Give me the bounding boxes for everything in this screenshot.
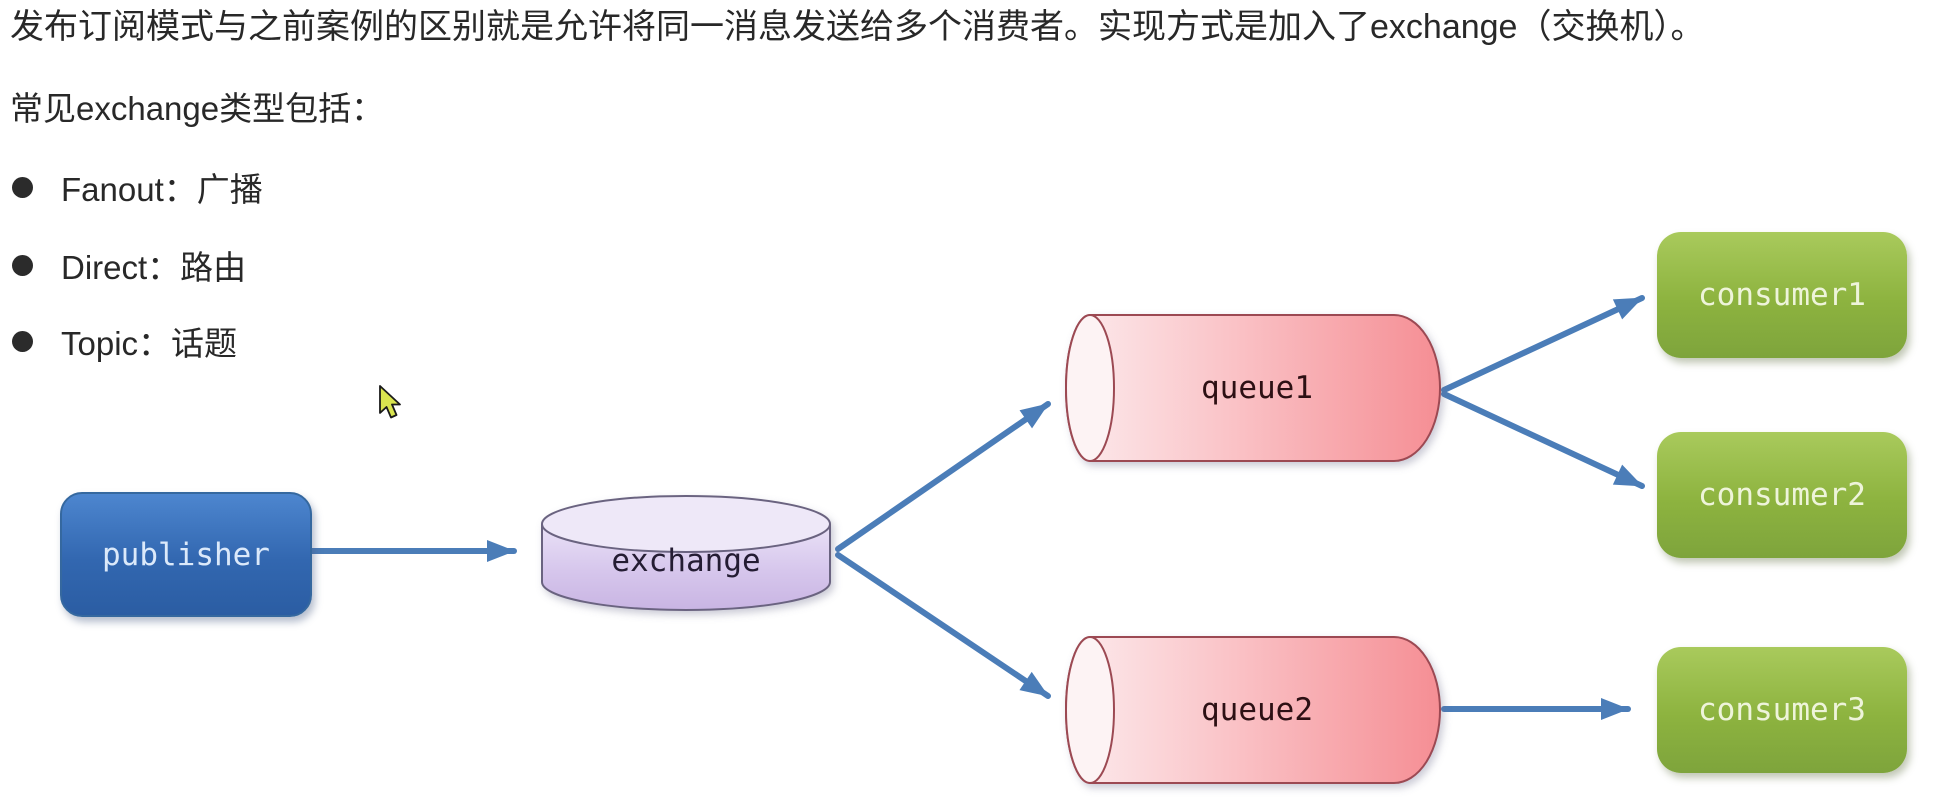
consumer1-label: consumer1 — [1698, 277, 1866, 313]
consumer3-node: consumer3 — [1657, 647, 1907, 773]
queue1-label: queue1 — [1201, 370, 1313, 406]
arrow-queue1-to-consumer2 — [1441, 391, 1645, 489]
consumer2-label: consumer2 — [1698, 477, 1866, 513]
bullet-dot-icon — [12, 330, 33, 352]
exchange-types-heading: 常见exchange类型包括： — [10, 90, 385, 127]
queue1-cylinder — [1065, 314, 1441, 462]
bullet-label-topic: Topic：话题 — [61, 325, 238, 362]
bullet-item-fanout: Fanout：广播 — [12, 165, 263, 209]
arrow-queue1-to-consumer1 — [1441, 295, 1645, 393]
arrow-exchange-to-queue2 — [835, 552, 1051, 699]
bullet-item-topic: Topic：话题 — [12, 319, 237, 363]
exchange-label: exchange — [611, 543, 761, 579]
queue2-label: queue2 — [1201, 692, 1313, 728]
consumer2-node: consumer2 — [1657, 432, 1907, 558]
publisher-label: publisher — [102, 536, 270, 573]
arrow-exchange-to-queue1 — [835, 401, 1051, 552]
exchange-cylinder — [541, 495, 831, 611]
mouse-cursor-icon — [379, 385, 401, 419]
bullet-item-direct: Direct：路由 — [12, 243, 246, 287]
publisher-node: publisher — [60, 492, 312, 617]
bullet-dot-icon — [12, 254, 33, 276]
bullet-label-direct: Direct：路由 — [61, 249, 247, 286]
intro-text: 发布订阅模式与之前案例的区别就是允许将同一消息发送给多个消费者。实现方式是加入了… — [10, 8, 1705, 46]
queue2-cylinder — [1065, 636, 1441, 784]
bullet-label-fanout: Fanout：广播 — [61, 171, 263, 208]
bullet-dot-icon — [12, 176, 33, 198]
consumer3-label: consumer3 — [1698, 692, 1866, 728]
consumer1-node: consumer1 — [1657, 232, 1907, 358]
